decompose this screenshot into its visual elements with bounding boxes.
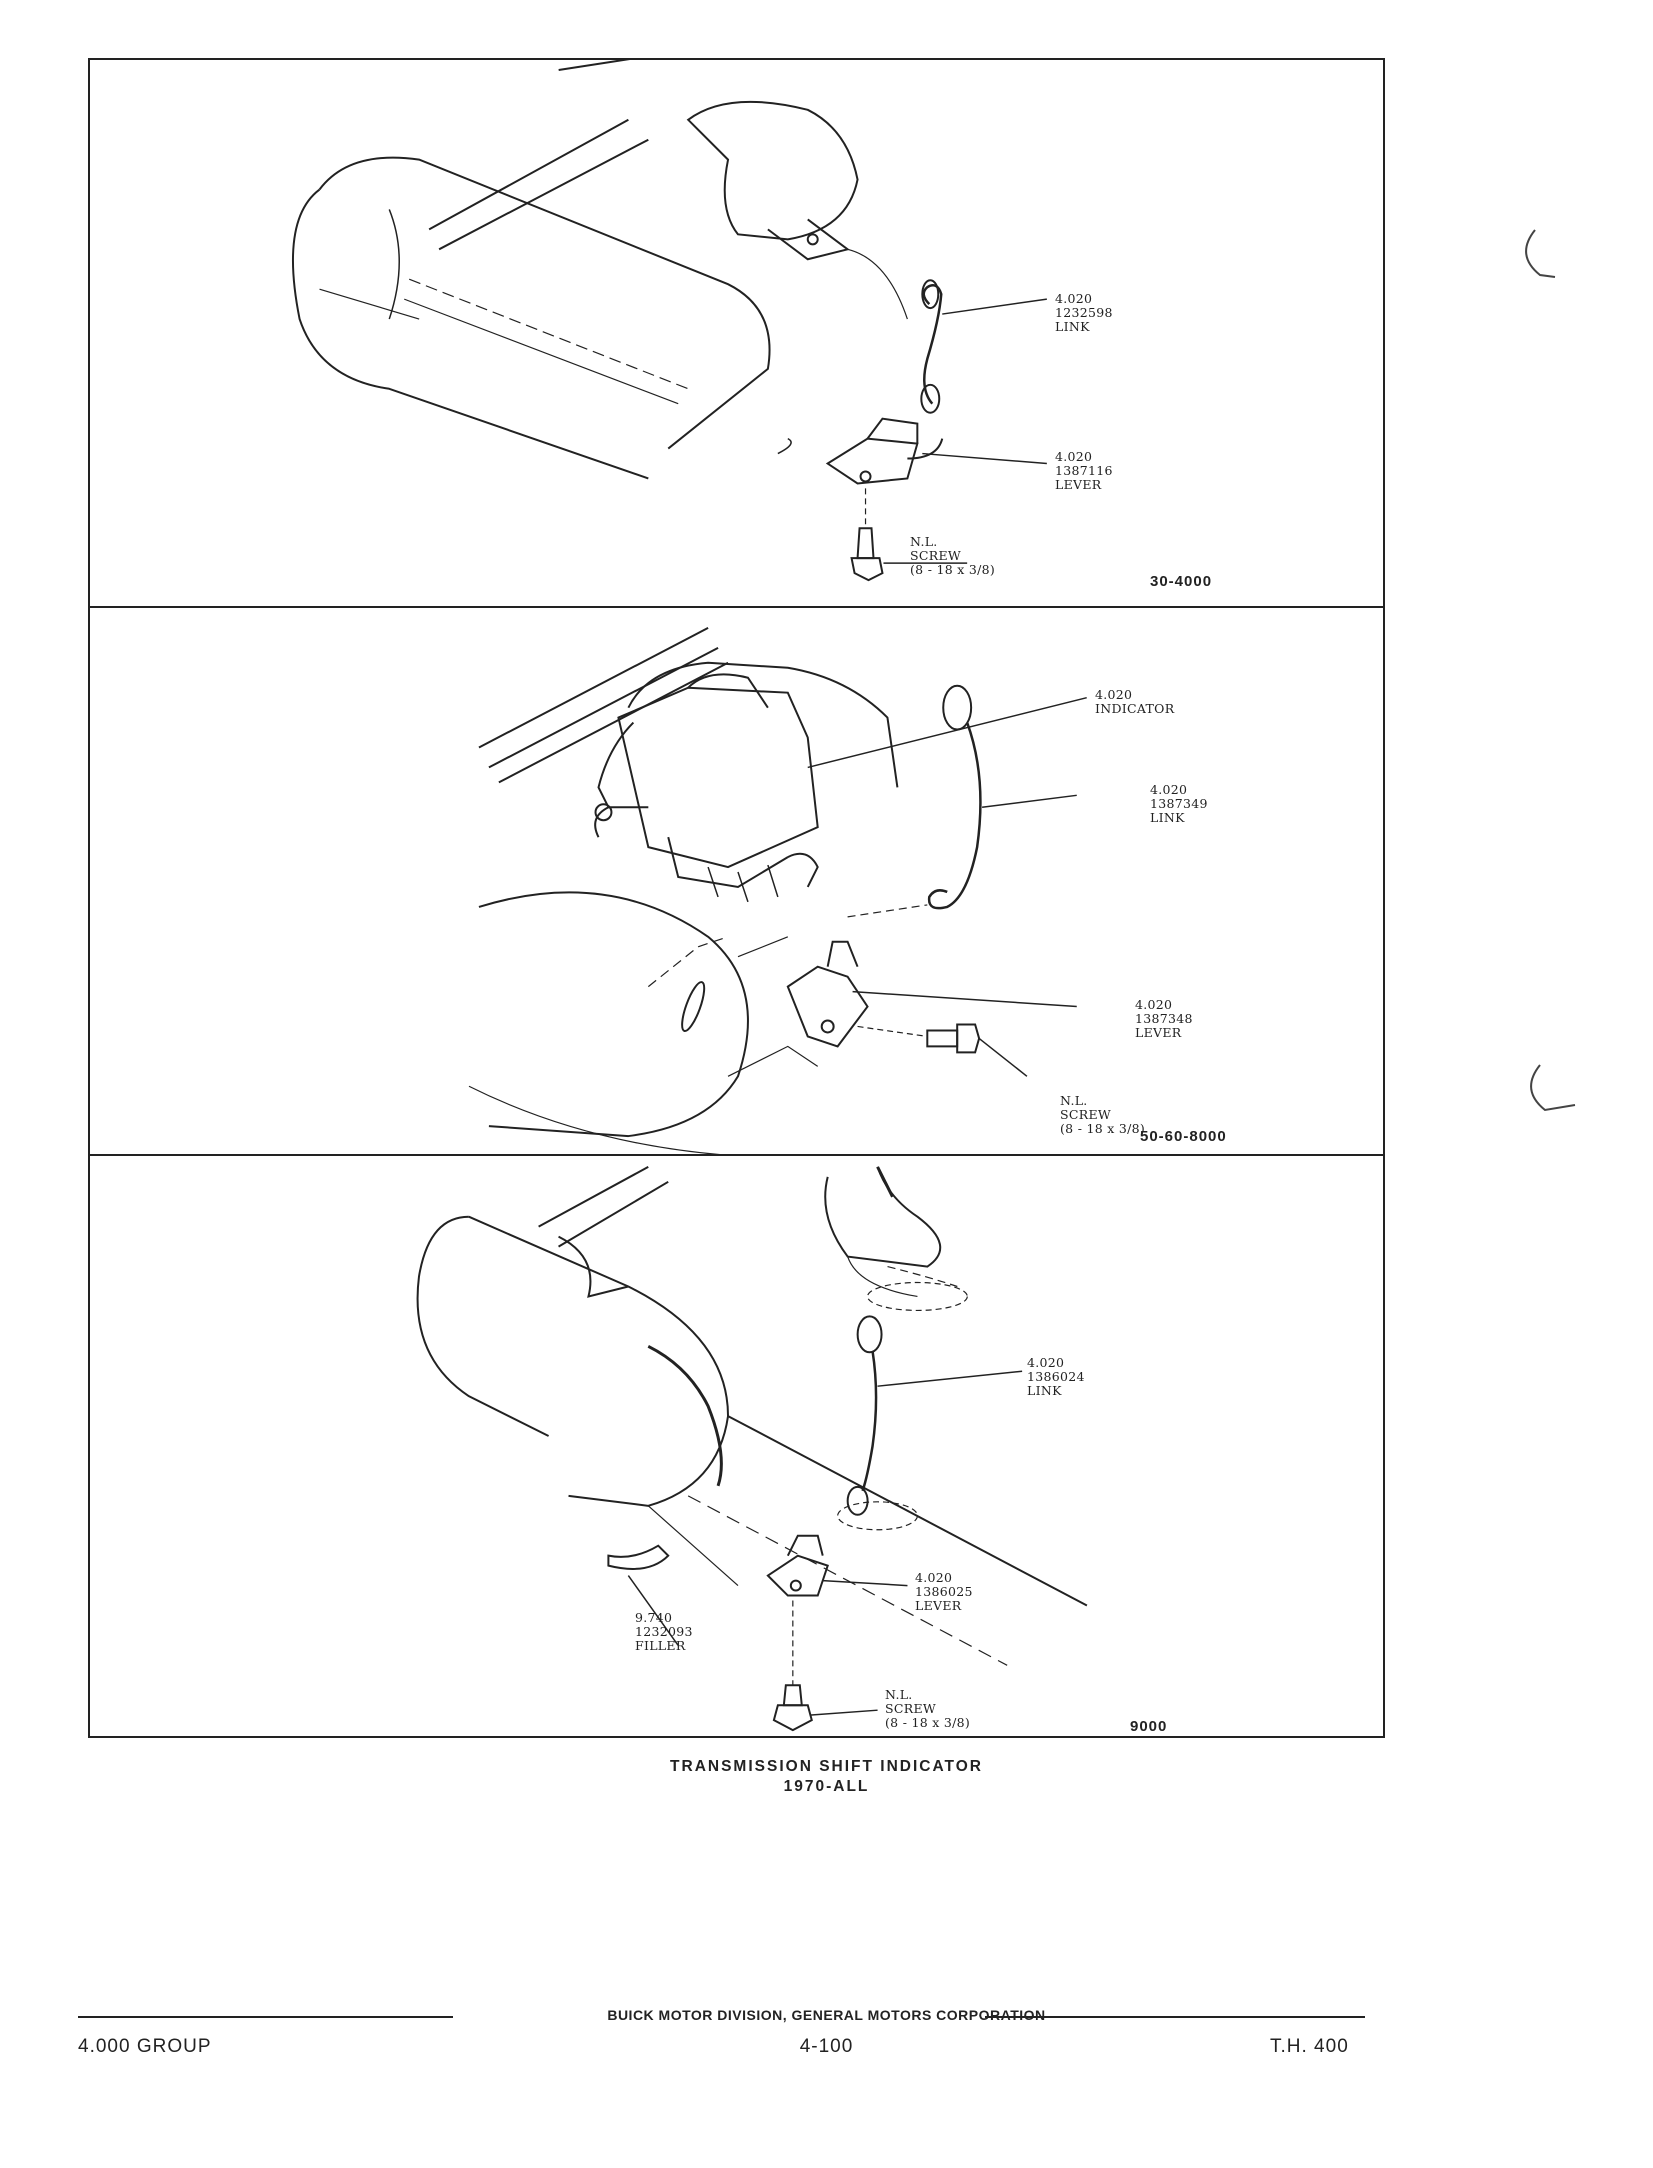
lever-part-label: 4.020 1386025 LEVER — [915, 1570, 973, 1613]
punch-hole-mark-top — [1525, 229, 1556, 278]
indicator-part-label: 4.020 INDICATOR — [1095, 687, 1175, 716]
link-part-label: 4.020 1232598 LINK — [1055, 291, 1113, 334]
lever-part-label: 4.020 1387116 LEVER — [1055, 449, 1113, 492]
steering-column-illustration-3 — [416, 1165, 1088, 1732]
model-code: 50-60-8000 — [1140, 1128, 1227, 1145]
diagram-panel-50-60-8000: 4.020 INDICATOR 4.020 1387349 LINK 4.020… — [90, 608, 1383, 1156]
link-part-label: 4.020 1386024 LINK — [1027, 1355, 1085, 1398]
model-code: 30-4000 — [1150, 573, 1213, 590]
publisher-line: BUICK MOTOR DIVISION, GENERAL MOTORS COR… — [607, 2007, 1046, 2023]
lever-part-label: 4.020 1387348 LEVER — [1135, 997, 1193, 1040]
diagram-panel-9000: 4.020 1386024 LINK 4.020 1386025 LEVER 9… — [90, 1156, 1383, 1738]
transmission-model: T.H. 400 — [1270, 2036, 1349, 2057]
page-number: 4-100 — [799, 2036, 854, 2057]
link-part-label: 4.020 1387349 LINK — [1150, 782, 1208, 825]
illustration-frame: 4.020 1232598 LINK 4.020 1387116 LEVER N… — [88, 58, 1385, 1738]
filler-part-label: 9.740 1232093 FILLER — [635, 1610, 693, 1653]
screw-part-label: N.L. SCREW (8 - 18 x 3/8) — [910, 534, 996, 577]
footer-rule-left — [78, 2016, 453, 2018]
diagram-panel-30-4000: 4.020 1232598 LINK 4.020 1387116 LEVER N… — [90, 60, 1383, 608]
group-label: 4.000 GROUP — [78, 2036, 212, 2057]
steering-column-illustration-2 — [468, 627, 1087, 1154]
model-code: 9000 — [1130, 1718, 1168, 1735]
screw-part-label: N.L. SCREW (8 - 18 x 3/8) — [885, 1687, 971, 1730]
figure-caption-title: TRANSMISSION SHIFT INDICATOR — [670, 1758, 983, 1775]
screw-part-label: N.L. SCREW (8 - 18 x 3/8) — [1060, 1093, 1146, 1136]
footer-rule-right — [985, 2016, 1365, 2018]
steering-column-illustration-1 — [292, 60, 1047, 582]
punch-hole-mark-bottom — [1530, 1064, 1576, 1112]
figure-caption-years: 1970-ALL — [783, 1778, 870, 1795]
